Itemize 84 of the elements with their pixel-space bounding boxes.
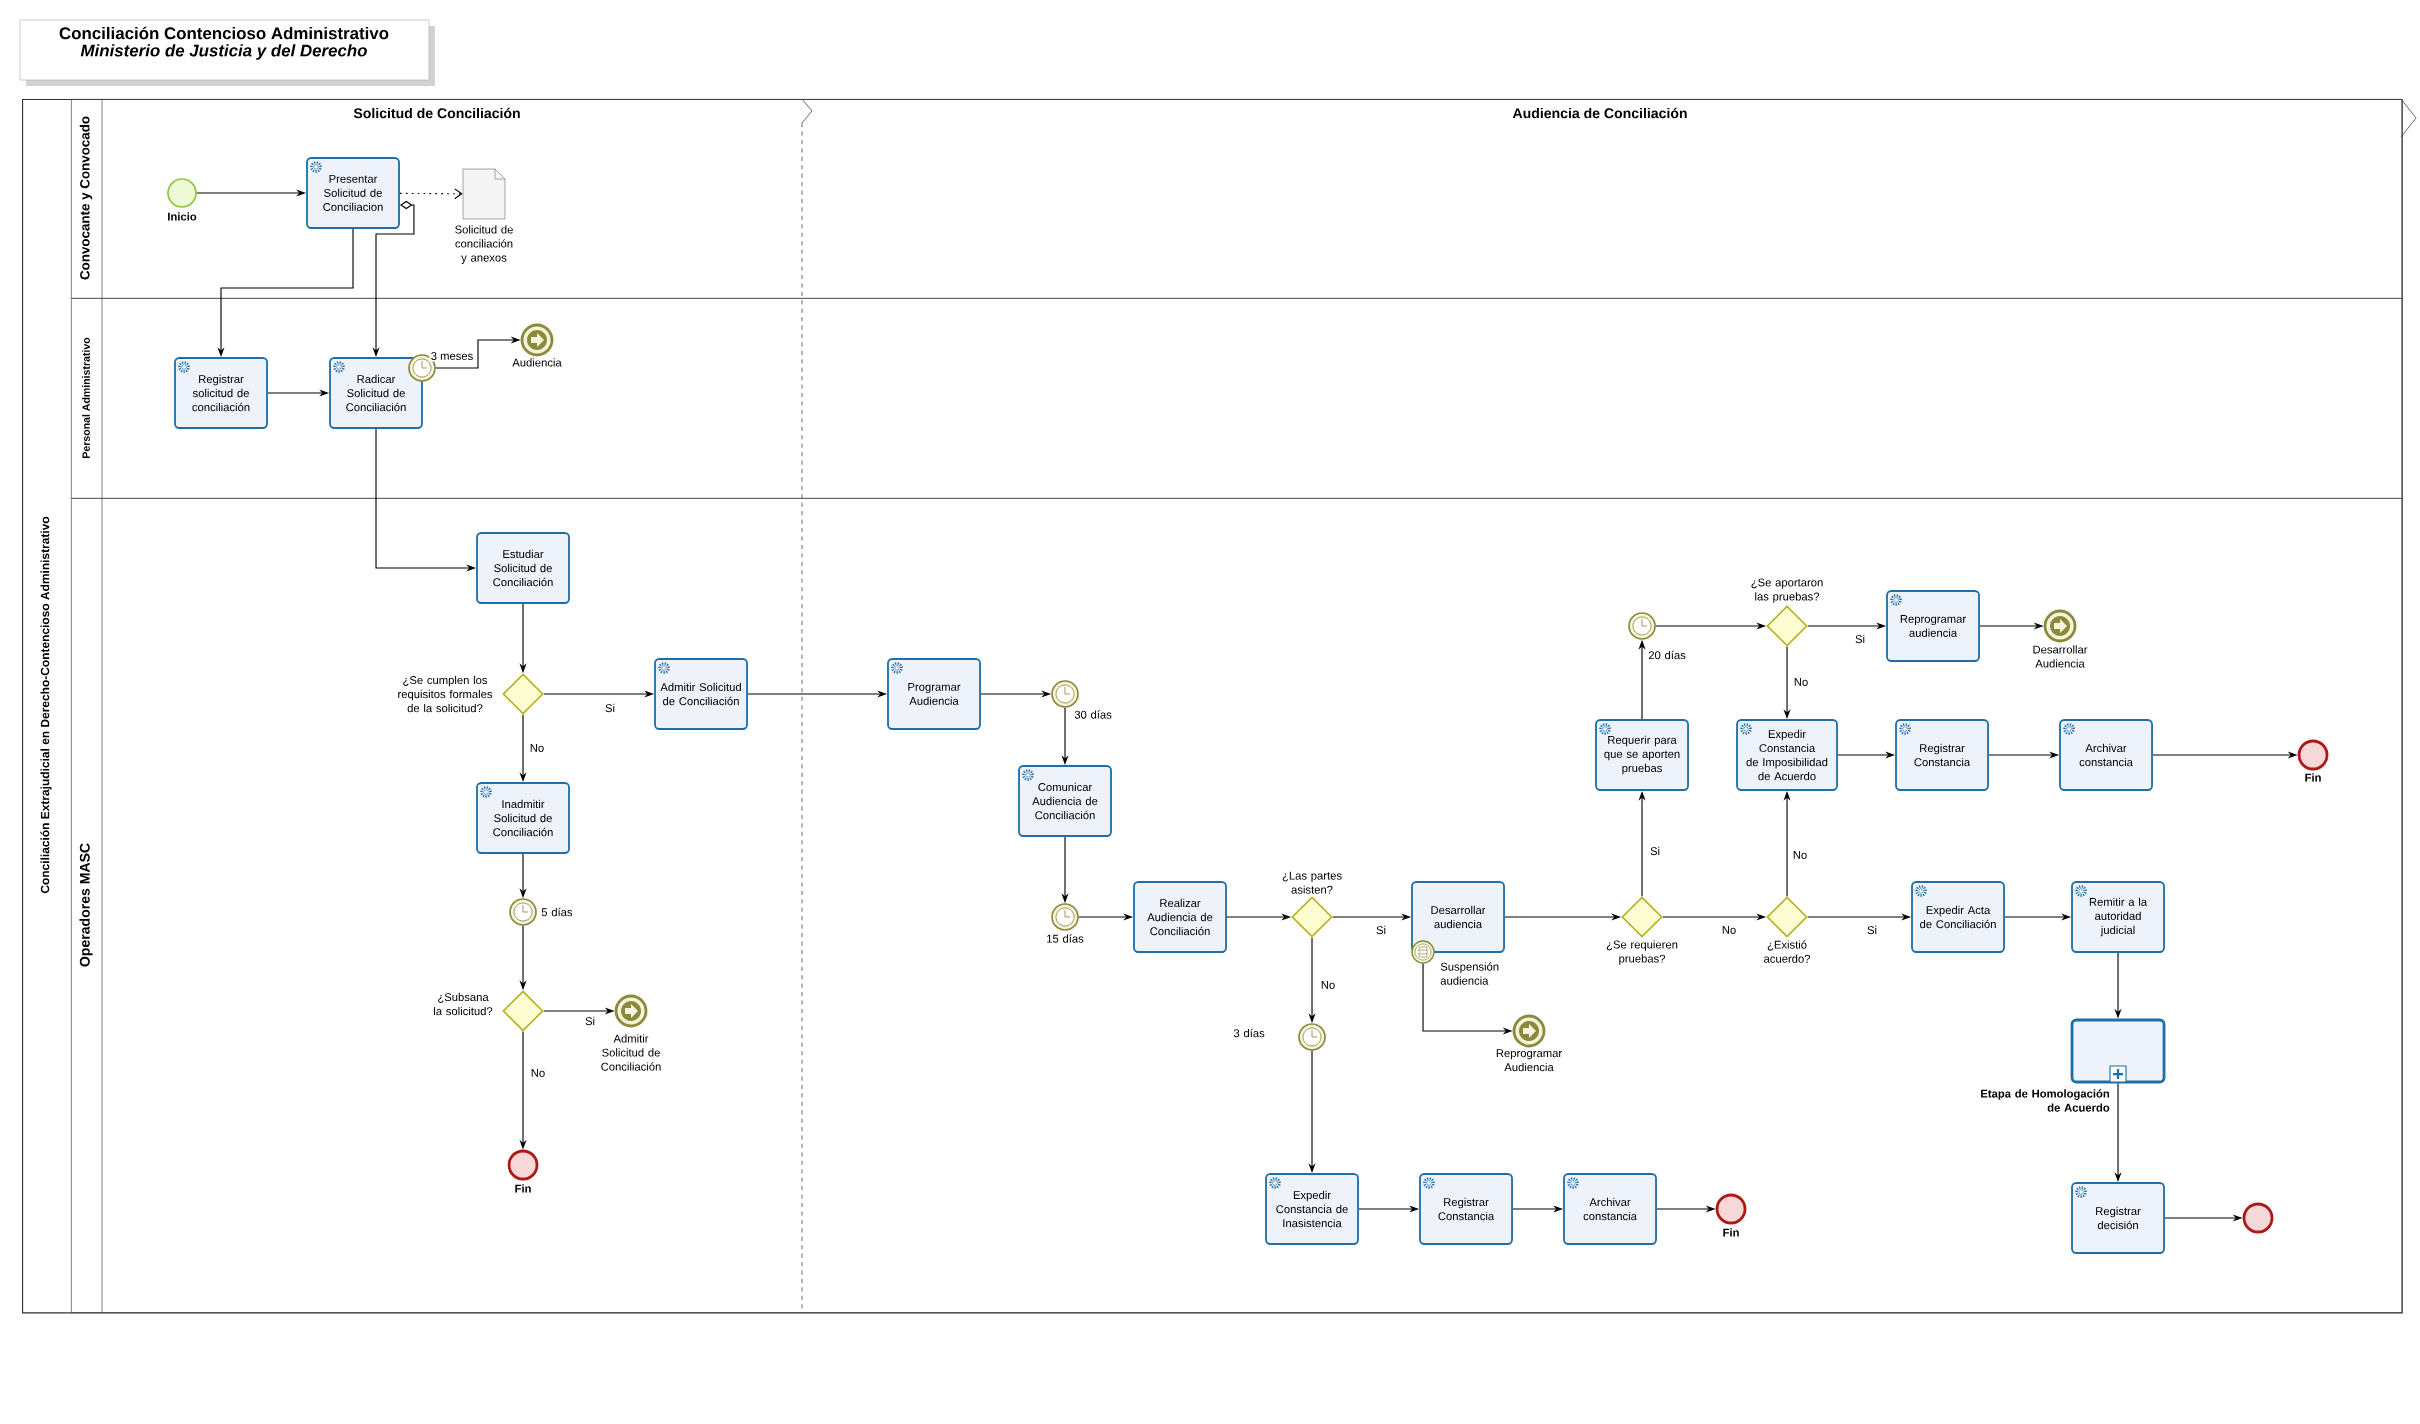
end-event bbox=[2297, 739, 2329, 771]
link-event bbox=[520, 323, 554, 357]
event-label: Fin bbox=[2305, 773, 2321, 782]
timer-event bbox=[1051, 903, 1079, 931]
event-label: Admitir Solicitud de Conciliación bbox=[601, 1034, 661, 1071]
edge-label: No bbox=[1791, 849, 1809, 861]
task-box: Requerir para que se aporten pruebas bbox=[1595, 719, 1689, 791]
event-label: Audiencia bbox=[512, 358, 562, 367]
event-label: 20 días bbox=[1648, 650, 1686, 660]
task-box: Presentar Solicitud de Conciliacion bbox=[306, 157, 400, 229]
node-label: Etapa de Homologación de Acuerdo bbox=[1981, 1089, 2110, 1112]
gateway-diamond bbox=[502, 990, 544, 1032]
subprocess-box: Etapa de Homologación de Acuerdo bbox=[1981, 1018, 2166, 1112]
edge-label: Si bbox=[1853, 633, 1867, 645]
timer-event bbox=[1298, 1023, 1326, 1051]
link-event bbox=[1512, 1014, 1546, 1048]
end-event bbox=[1715, 1193, 1747, 1225]
phase-header: Audiencia de Conciliación bbox=[1512, 107, 1687, 119]
task-box: Archivar constancia bbox=[1563, 1173, 1657, 1245]
event-label: 5 días bbox=[541, 907, 573, 917]
edge-label: 3 meses bbox=[429, 350, 475, 362]
task-box: Estudiar Solicitud de Conciliación bbox=[476, 532, 570, 604]
edge-label: No bbox=[528, 742, 546, 754]
edge-label: Si bbox=[1865, 924, 1879, 936]
phase-header: Solicitud de Conciliación bbox=[353, 107, 520, 119]
event-label: 3 días bbox=[1233, 1028, 1265, 1038]
timer-event bbox=[509, 898, 537, 926]
gateway-diamond bbox=[1766, 605, 1808, 647]
data-object bbox=[462, 168, 506, 220]
edge-label: No bbox=[1720, 924, 1738, 936]
task-box: Admitir Solicitud de Conciliación bbox=[654, 658, 748, 730]
timer-event bbox=[408, 354, 436, 382]
event-label: Reprogramar Audiencia bbox=[1496, 1049, 1562, 1072]
event-label: 15 días bbox=[1047, 934, 1084, 943]
task-box: Remitir a la autoridad judicial bbox=[2071, 881, 2165, 953]
end-event bbox=[507, 1149, 539, 1181]
task-box: Expedir Constancia de Inasistencia bbox=[1265, 1173, 1359, 1245]
timer-event bbox=[1051, 680, 1079, 708]
conditional-event bbox=[1411, 940, 1435, 964]
edge-label: No bbox=[1319, 979, 1337, 991]
edge-label: No bbox=[1792, 676, 1810, 688]
event-label: ¿Las partes asisten? bbox=[1282, 871, 1342, 894]
task-box: Reprogramar audiencia bbox=[1886, 590, 1980, 662]
edge-label: No bbox=[529, 1067, 547, 1079]
edge-label: Si bbox=[603, 702, 617, 714]
title-box: Conciliación Contencioso Administrativo Ministerio de Justicia y del Derecho bbox=[19, 19, 435, 86]
end-event bbox=[2242, 1202, 2274, 1234]
task-box: Registrar Constancia bbox=[1419, 1173, 1513, 1245]
event-label: ¿Se requieren pruebas? bbox=[1606, 940, 1678, 965]
association-arrow bbox=[399, 188, 463, 200]
gateway-diamond bbox=[1766, 896, 1808, 938]
event-label: Fin bbox=[515, 1184, 531, 1193]
task-box: Registrar solicitud de conciliación bbox=[174, 357, 268, 429]
task-box: Expedir Constancia de Imposibilidad de Acuerdo bbox=[1736, 719, 1838, 791]
task-box: Registrar Constancia bbox=[1895, 719, 1989, 791]
gateway-diamond bbox=[1291, 896, 1333, 938]
event-label: Desarrollar Audiencia bbox=[2033, 645, 2088, 668]
gateway-diamond bbox=[1621, 896, 1663, 938]
task-box: Desarrollar audiencia bbox=[1411, 881, 1505, 953]
task-box: Archivar constancia bbox=[2059, 719, 2153, 791]
task-box: Radicar Solicitud de Conciliación bbox=[329, 357, 423, 429]
start-event bbox=[167, 178, 197, 208]
event-label: Solicitud de conciliación y anexos bbox=[455, 225, 513, 264]
event-label: Suspensión audiencia bbox=[1440, 962, 1499, 985]
edge-label: Si bbox=[583, 1015, 597, 1027]
gateway-diamond bbox=[502, 673, 544, 715]
timer-event bbox=[1628, 612, 1656, 640]
event-label: ¿Existió acuerdo? bbox=[1764, 940, 1811, 963]
event-label: ¿Se aportaron las pruebas? bbox=[1751, 578, 1823, 603]
task-box: Realizar Audiencia de Conciliación bbox=[1133, 881, 1227, 953]
link-event bbox=[2043, 609, 2077, 643]
edge-label: Si bbox=[1374, 924, 1388, 936]
task-box: Inadmitir Solicitud de Conciliación bbox=[476, 782, 570, 854]
task-box: Registrar decisión bbox=[2071, 1182, 2165, 1254]
event-label: ¿Subsana la solicitud? bbox=[434, 992, 493, 1016]
task-box: Expedir Acta de Conciliación bbox=[1911, 881, 2005, 953]
event-label: 30 días bbox=[1074, 710, 1112, 719]
edge-label: Si bbox=[1648, 845, 1662, 857]
event-label: Fin bbox=[1723, 1228, 1739, 1237]
task-box: Comunicar Audiencia de Conciliación bbox=[1018, 765, 1112, 837]
event-label: Inicio bbox=[168, 212, 197, 221]
link-event bbox=[614, 994, 648, 1028]
task-box: Programar Audiencia bbox=[887, 658, 981, 730]
event-label: ¿Se cumplen los requisitos formales de la solicitud? bbox=[398, 675, 493, 713]
